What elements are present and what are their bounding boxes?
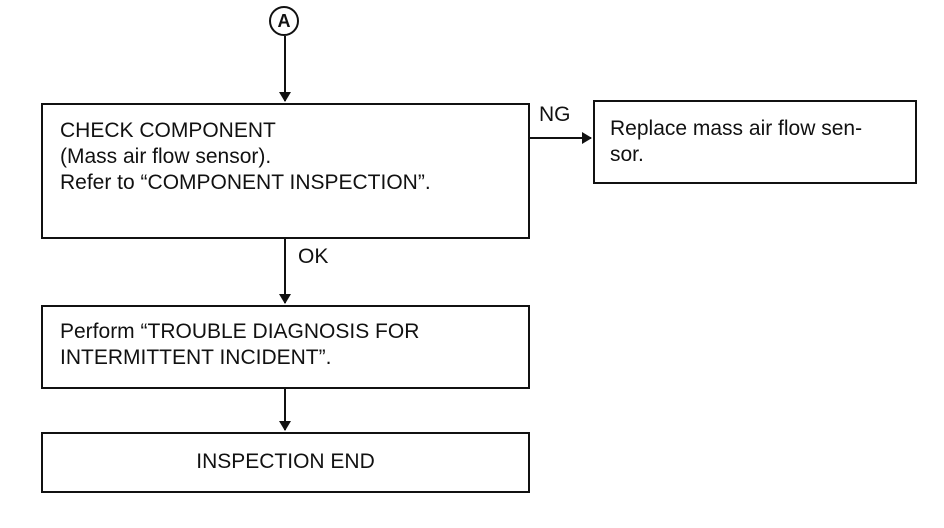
ng-branch-label: NG — [539, 103, 571, 126]
perform-diagnosis-line-1: Perform “TROUBLE DIAGNOSIS FOR — [60, 320, 420, 343]
replace-sensor-line-1: Replace mass air flow sen- — [610, 117, 863, 140]
perform-diagnosis-line-2: INTERMITTENT INCIDENT”. — [60, 346, 332, 369]
inspection-end-box: INSPECTION END — [41, 432, 530, 493]
ok-branch-label: OK — [298, 245, 329, 268]
check-component-line-1: CHECK COMPONENT — [60, 119, 276, 142]
check-component-box: CHECK COMPONENT (Mass air flow sensor). … — [41, 103, 530, 239]
connector-a-circle: A — [269, 6, 299, 36]
inspection-end-label: INSPECTION END — [196, 450, 375, 473]
connector-a-label: A — [277, 11, 291, 31]
perform-diagnosis-box: Perform “TROUBLE DIAGNOSIS FOR INTERMITT… — [41, 305, 530, 389]
check-component-line-3: Refer to “COMPONENT INSPECTION”. — [60, 171, 431, 194]
replace-sensor-box: Replace mass air flow sen- sor. — [593, 100, 917, 184]
replace-sensor-line-2: sor. — [610, 143, 644, 166]
check-component-line-2: (Mass air flow sensor). — [60, 145, 272, 168]
